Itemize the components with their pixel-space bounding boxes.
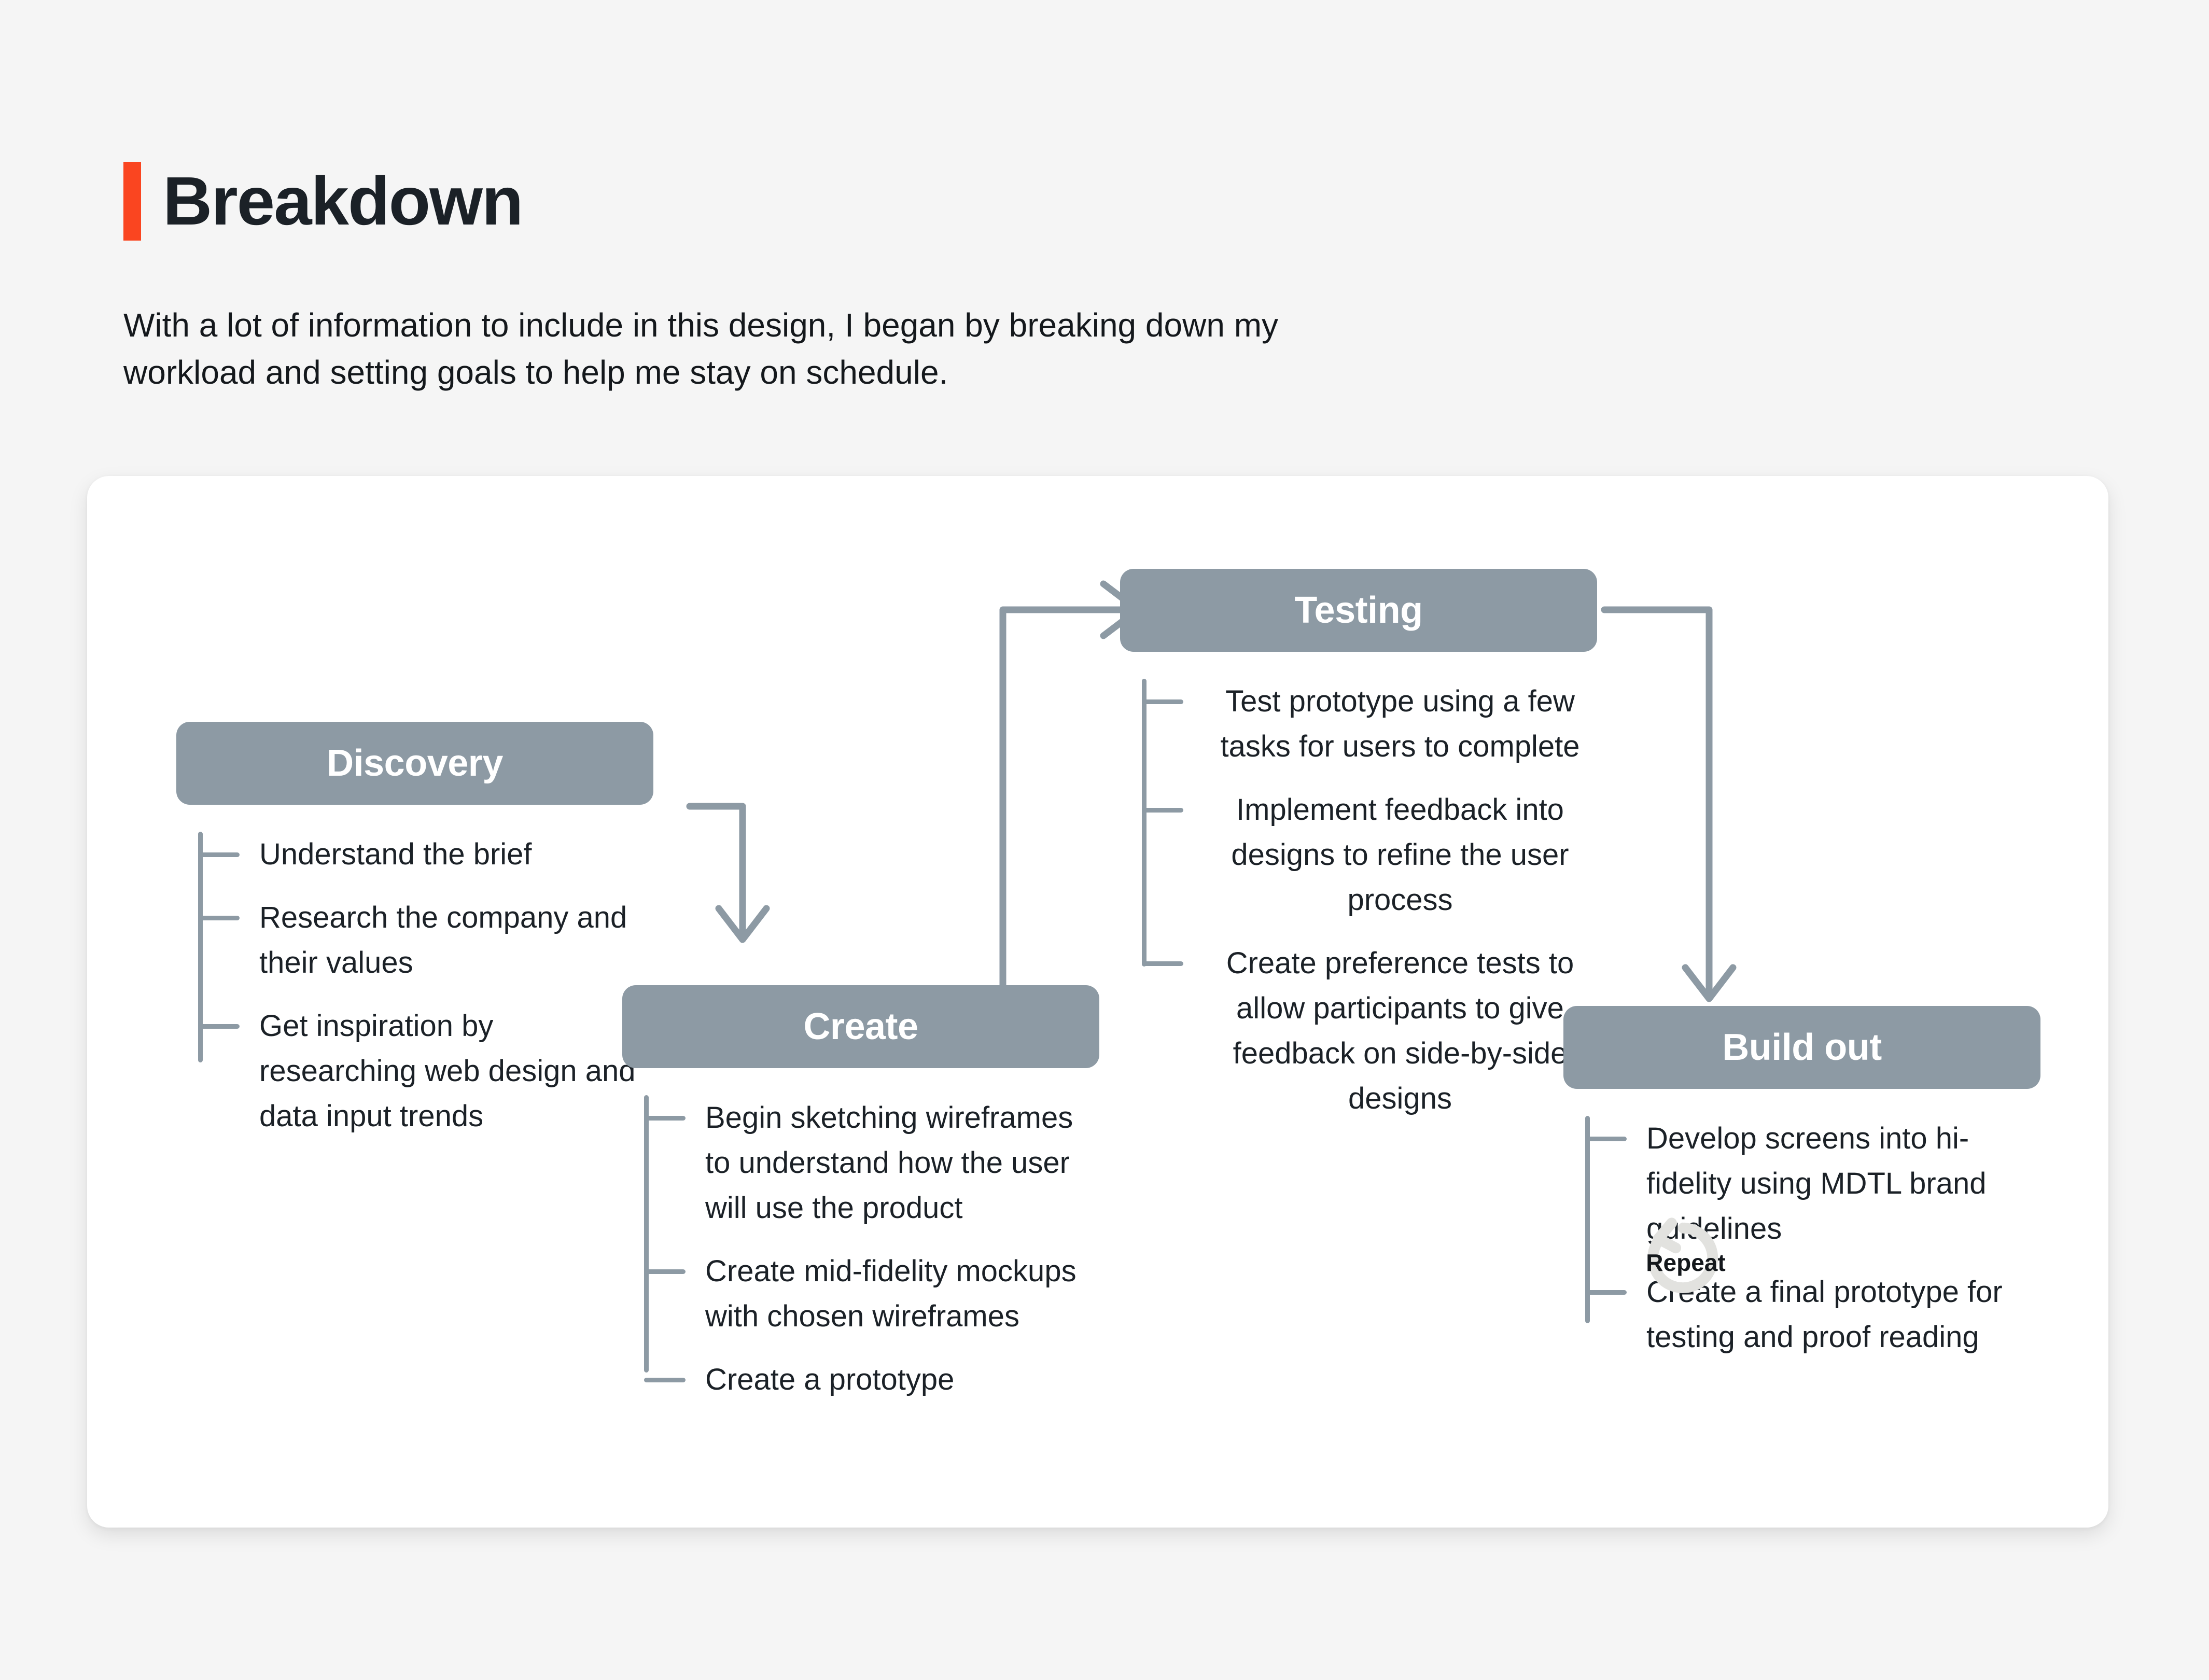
node-testing-spine <box>1142 679 1147 967</box>
node-buildout-body: Develop screens into hi-fidelity using M… <box>1563 1116 2040 1360</box>
list-item: Test prototype using a few tasks for use… <box>1120 679 1597 769</box>
list-item: Create mid-fidelity mockups with chosen … <box>622 1249 1099 1339</box>
list-item: Get inspiration by researching web desig… <box>176 1003 653 1139</box>
node-discovery-spine <box>198 832 203 1062</box>
accent-bar <box>123 162 141 241</box>
node-create-body: Begin sketching wireframes to understand… <box>622 1095 1099 1402</box>
edge-discovery-create <box>686 803 746 941</box>
node-create-header[interactable]: Create <box>622 985 1099 1068</box>
edge-create-testing <box>999 606 1137 1034</box>
repeat-annotation: Repeat <box>1626 1211 1745 1331</box>
list-item: Research the company and their values <box>176 895 653 985</box>
node-testing-header[interactable]: Testing <box>1120 569 1597 652</box>
list-item: Understand the brief <box>176 832 653 877</box>
node-buildout-spine <box>1585 1116 1590 1323</box>
list-item: Create a prototype <box>622 1357 1099 1402</box>
node-testing-bullets: Test prototype using a few tasks for use… <box>1120 679 1597 1121</box>
node-discovery[interactable]: Discovery Understand the brief Research … <box>176 722 653 1139</box>
title-row: Breakdown <box>123 162 1472 241</box>
node-create-spine <box>644 1095 649 1373</box>
edge-testing-buildout-arrowhead <box>1682 964 1737 1002</box>
edge-testing-buildout <box>1601 606 1713 1000</box>
node-discovery-body: Understand the brief Research the compan… <box>176 832 653 1139</box>
node-buildout-bullets: Develop screens into hi-fidelity using M… <box>1563 1116 2040 1360</box>
node-discovery-header[interactable]: Discovery <box>176 722 653 805</box>
node-testing-title: Testing <box>1294 590 1423 631</box>
node-create-bullets: Begin sketching wireframes to understand… <box>622 1095 1099 1402</box>
list-item: Implement feedback into designs to refin… <box>1120 787 1597 922</box>
list-item: Begin sketching wireframes to understand… <box>622 1095 1099 1230</box>
page-title: Breakdown <box>163 163 523 239</box>
node-discovery-bullets: Understand the brief Research the compan… <box>176 832 653 1139</box>
node-buildout[interactable]: Build out Develop screens into hi-fideli… <box>1563 1006 2040 1360</box>
node-buildout-header[interactable]: Build out <box>1563 1006 2040 1089</box>
node-buildout-title: Build out <box>1722 1027 1882 1068</box>
page-subtitle: With a lot of information to include in … <box>123 306 1278 391</box>
rotate-ccw-icon <box>1647 1217 1718 1293</box>
list-item: Create preference tests to allow partici… <box>1120 941 1597 1121</box>
node-create[interactable]: Create Begin sketching wireframes to und… <box>622 985 1099 1402</box>
node-testing-body: Test prototype using a few tasks for use… <box>1120 679 1597 1121</box>
edge-discovery-create-arrowhead <box>715 905 770 943</box>
header: Breakdown With a lot of information to i… <box>123 162 1472 396</box>
node-create-title: Create <box>803 1006 918 1047</box>
repeat-label: Repeat <box>1646 1249 1726 1276</box>
node-testing[interactable]: Testing Test prototype using a few tasks… <box>1120 569 1597 1121</box>
node-discovery-title: Discovery <box>327 743 503 784</box>
diagram-card: Discovery Understand the brief Research … <box>87 476 2108 1528</box>
